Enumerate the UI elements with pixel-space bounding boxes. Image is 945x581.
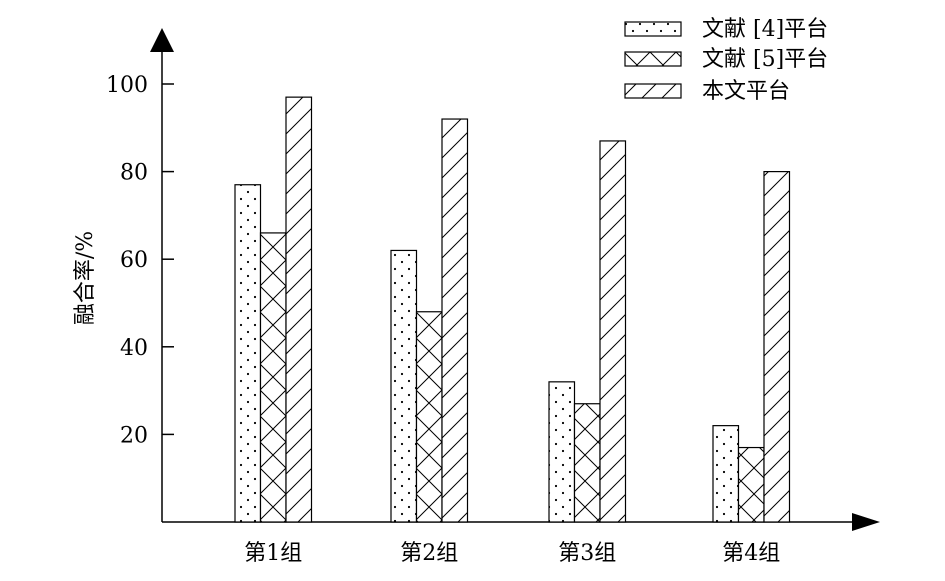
bar-3-1 — [285, 96, 313, 523]
legend-swatch — [624, 51, 682, 67]
bar-3-3 — [599, 140, 627, 523]
legend-label: 本文平台 — [702, 79, 790, 104]
y-tick-label: 100 — [106, 73, 148, 98]
category-label: 第3组 — [558, 541, 616, 566]
bar-2-3 — [573, 403, 601, 523]
y-tick-label: 20 — [120, 423, 148, 448]
x-axis-arrow — [852, 513, 880, 531]
y-tick-label: 40 — [120, 336, 148, 361]
bar-1-4 — [712, 425, 740, 523]
category-label: 第4组 — [722, 541, 780, 566]
y-axis-title: 融合率/% — [73, 231, 98, 325]
legend-swatch — [624, 21, 682, 37]
bar-1-3 — [548, 381, 576, 523]
category-label: 第1组 — [244, 541, 302, 566]
legend-label: 文献 [5]平台 — [702, 47, 828, 72]
y-ticks: 20 40 60 80 100 — [106, 73, 174, 448]
y-tick-label: 80 — [120, 161, 148, 186]
bar-1-1 — [234, 184, 262, 523]
y-tick-label: 60 — [120, 248, 148, 273]
y-axis-arrow — [150, 28, 174, 52]
bar-2-2 — [415, 311, 443, 523]
legend-label: 文献 [4]平台 — [702, 17, 828, 42]
category-labels: 第1组 第2组 第3组 第4组 — [244, 541, 780, 566]
bar-2-1 — [259, 232, 287, 523]
bar-1-2 — [390, 249, 418, 523]
bar-3-4 — [763, 171, 791, 523]
legend-swatch — [624, 83, 682, 99]
bars — [234, 96, 791, 523]
category-label: 第2组 — [400, 541, 458, 566]
bar-3-2 — [441, 118, 469, 523]
bar-2-4 — [737, 446, 765, 523]
